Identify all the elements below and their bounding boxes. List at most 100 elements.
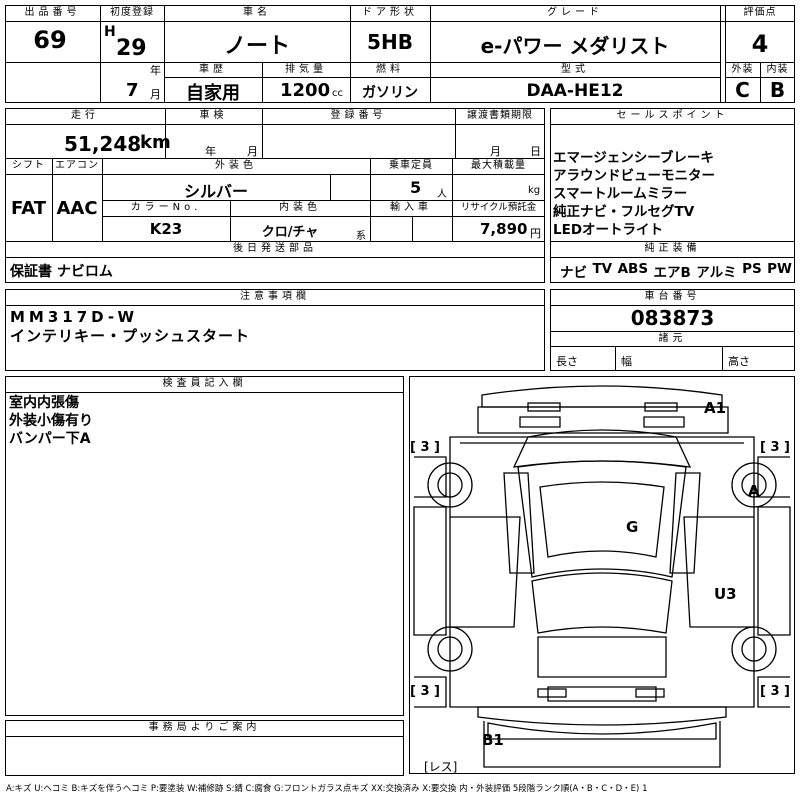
score: 4 bbox=[751, 30, 769, 58]
sales-label: セールスポイント bbox=[616, 110, 729, 121]
inspector-line: 室内内張傷 bbox=[9, 395, 79, 411]
interior-grade: B bbox=[769, 78, 786, 102]
equipment-item: ナビ bbox=[560, 265, 587, 281]
height-label: 高さ bbox=[728, 355, 750, 368]
equipment-item: PW bbox=[767, 261, 792, 277]
recycle: 7,890 bbox=[480, 220, 528, 238]
sales-points: エマージェンシーブレーキ アラウンドビューモニター スマートルームミラー 純正ナ… bbox=[553, 149, 793, 239]
color-no: K23 bbox=[149, 220, 183, 238]
equipment-item: PS bbox=[742, 261, 762, 277]
car-outline bbox=[413, 385, 791, 768]
equipment-item: エアB bbox=[653, 265, 691, 281]
note-line: MM317D-W bbox=[10, 308, 138, 326]
reg-no-label: 登録番号 bbox=[330, 110, 387, 121]
width-label: 幅 bbox=[621, 355, 632, 368]
car-name: ノート bbox=[223, 34, 290, 59]
transfer-label: 譲渡書類期限 bbox=[467, 110, 533, 121]
sales-box bbox=[550, 108, 795, 283]
inspection-month-unit: 月 bbox=[247, 145, 258, 158]
inspector-line: 外装小傷有り bbox=[9, 413, 93, 429]
color-label: 外装色 bbox=[215, 160, 257, 171]
length-label: 長さ bbox=[556, 355, 578, 368]
load-unit: kg bbox=[528, 185, 541, 196]
equipment-label: 純正装備 bbox=[644, 243, 701, 254]
notes-label: 注意事項欄 bbox=[240, 291, 310, 302]
mileage: 51,248 bbox=[64, 132, 142, 156]
sales-point: アラウンドビューモニター bbox=[553, 168, 715, 184]
equipment-item: アルミ bbox=[696, 265, 737, 281]
capacity-unit: 人 bbox=[437, 189, 447, 200]
chassis-box bbox=[550, 289, 795, 371]
int-color-label: 内装色 bbox=[279, 202, 321, 213]
car-name-label: 車名 bbox=[243, 7, 271, 18]
load-label: 最大積載量 bbox=[471, 160, 526, 171]
notes-lines: MM317D-W インテリキー・プッシュスタート bbox=[10, 308, 250, 346]
inspector-line: バンパー下A bbox=[9, 431, 91, 447]
inspector-label: 検査員記入欄 bbox=[162, 378, 247, 389]
ac: AAC bbox=[56, 198, 98, 219]
score-label: 評価点 bbox=[743, 7, 777, 18]
import-label: 輸入車 bbox=[390, 202, 432, 213]
later-parts-label: 後日発送部品 bbox=[233, 243, 317, 254]
era: H bbox=[104, 24, 116, 40]
inspector-lines: 室内内張傷 外装小傷有り バンパー下A bbox=[9, 394, 93, 448]
interior-label: 内装 bbox=[766, 64, 789, 75]
mark-g: G bbox=[626, 518, 639, 536]
transfer-month-unit: 月 bbox=[490, 145, 501, 158]
inspection-year-unit: 年 bbox=[205, 145, 216, 158]
color: シルバー bbox=[183, 182, 248, 201]
recycle-unit: 円 bbox=[530, 227, 541, 240]
reg-year: 29 bbox=[116, 36, 147, 61]
transfer-day-unit: 日 bbox=[530, 145, 541, 158]
year-unit: 年 bbox=[150, 64, 161, 77]
damage-diagram: A1 A G U3 B1 [レス] [ 3 ] [ 3 ] [ 3 ] [ 3 … bbox=[409, 376, 795, 774]
mark-u3: U3 bbox=[714, 585, 737, 603]
door: 5HB bbox=[367, 30, 413, 54]
mark-a: A bbox=[748, 482, 760, 500]
equipment-list: ナビ TV ABS エアB アルミ PS PW bbox=[560, 261, 792, 281]
first-reg-label: 初度登録 bbox=[110, 7, 154, 18]
grade-label: グレード bbox=[547, 7, 603, 18]
bracket-tr: [ 3 ] bbox=[760, 440, 790, 455]
fuel: ガソリン bbox=[362, 85, 418, 101]
displacement-unit: cc bbox=[332, 88, 343, 99]
mark-less: [レス] bbox=[424, 760, 458, 774]
lot-no: 69 bbox=[33, 26, 67, 54]
equipment-item: TV bbox=[592, 261, 613, 277]
grade: e-パワー メダリスト bbox=[480, 34, 670, 58]
history: 自家用 bbox=[186, 83, 240, 104]
equipment-item: ABS bbox=[617, 261, 649, 277]
model-label: 型式 bbox=[561, 64, 589, 75]
month-unit: 月 bbox=[150, 88, 161, 101]
history-label: 車歴 bbox=[199, 64, 227, 75]
mileage-label: 走行 bbox=[71, 110, 99, 121]
mark-b1: B1 bbox=[482, 731, 504, 749]
sales-point: LEDオートライト bbox=[553, 222, 664, 238]
fuel-label: 燃料 bbox=[376, 64, 404, 75]
chassis-number: 083873 bbox=[630, 306, 715, 330]
office-label: 事務局よりご案内 bbox=[148, 722, 261, 733]
model: DAA-HE12 bbox=[526, 81, 624, 101]
displacement: 1200 bbox=[280, 80, 331, 101]
door-label: ドア形状 bbox=[362, 7, 418, 18]
chassis-label: 車台番号 bbox=[644, 291, 701, 302]
color-no-label: カラーNo. bbox=[130, 202, 202, 213]
inspection-label: 車検 bbox=[199, 110, 228, 121]
bracket-bl: [ 3 ] bbox=[410, 684, 440, 699]
capacity-label: 乗車定員 bbox=[389, 160, 433, 171]
int-color-unit: 系 bbox=[356, 231, 366, 242]
reg-month: 7 bbox=[126, 80, 139, 101]
sales-point: エマージェンシーブレーキ bbox=[553, 150, 714, 166]
mark-a1: A1 bbox=[704, 399, 727, 417]
bracket-br: [ 3 ] bbox=[760, 684, 790, 699]
bracket-tl: [ 3 ] bbox=[410, 440, 440, 455]
exterior-grade: C bbox=[735, 78, 750, 102]
recycle-label: リサイクル預託金 bbox=[460, 202, 537, 213]
capacity: 5 bbox=[410, 178, 422, 197]
sales-point: 純正ナビ・フルセグTV bbox=[553, 204, 695, 220]
inspector-box bbox=[5, 376, 404, 716]
sales-point: スマートルームミラー bbox=[553, 186, 688, 202]
note-line: インテリキー・プッシュスタート bbox=[10, 327, 251, 345]
int-color: クロ/チャ bbox=[261, 225, 319, 240]
ac-label: エアコン bbox=[55, 160, 99, 171]
